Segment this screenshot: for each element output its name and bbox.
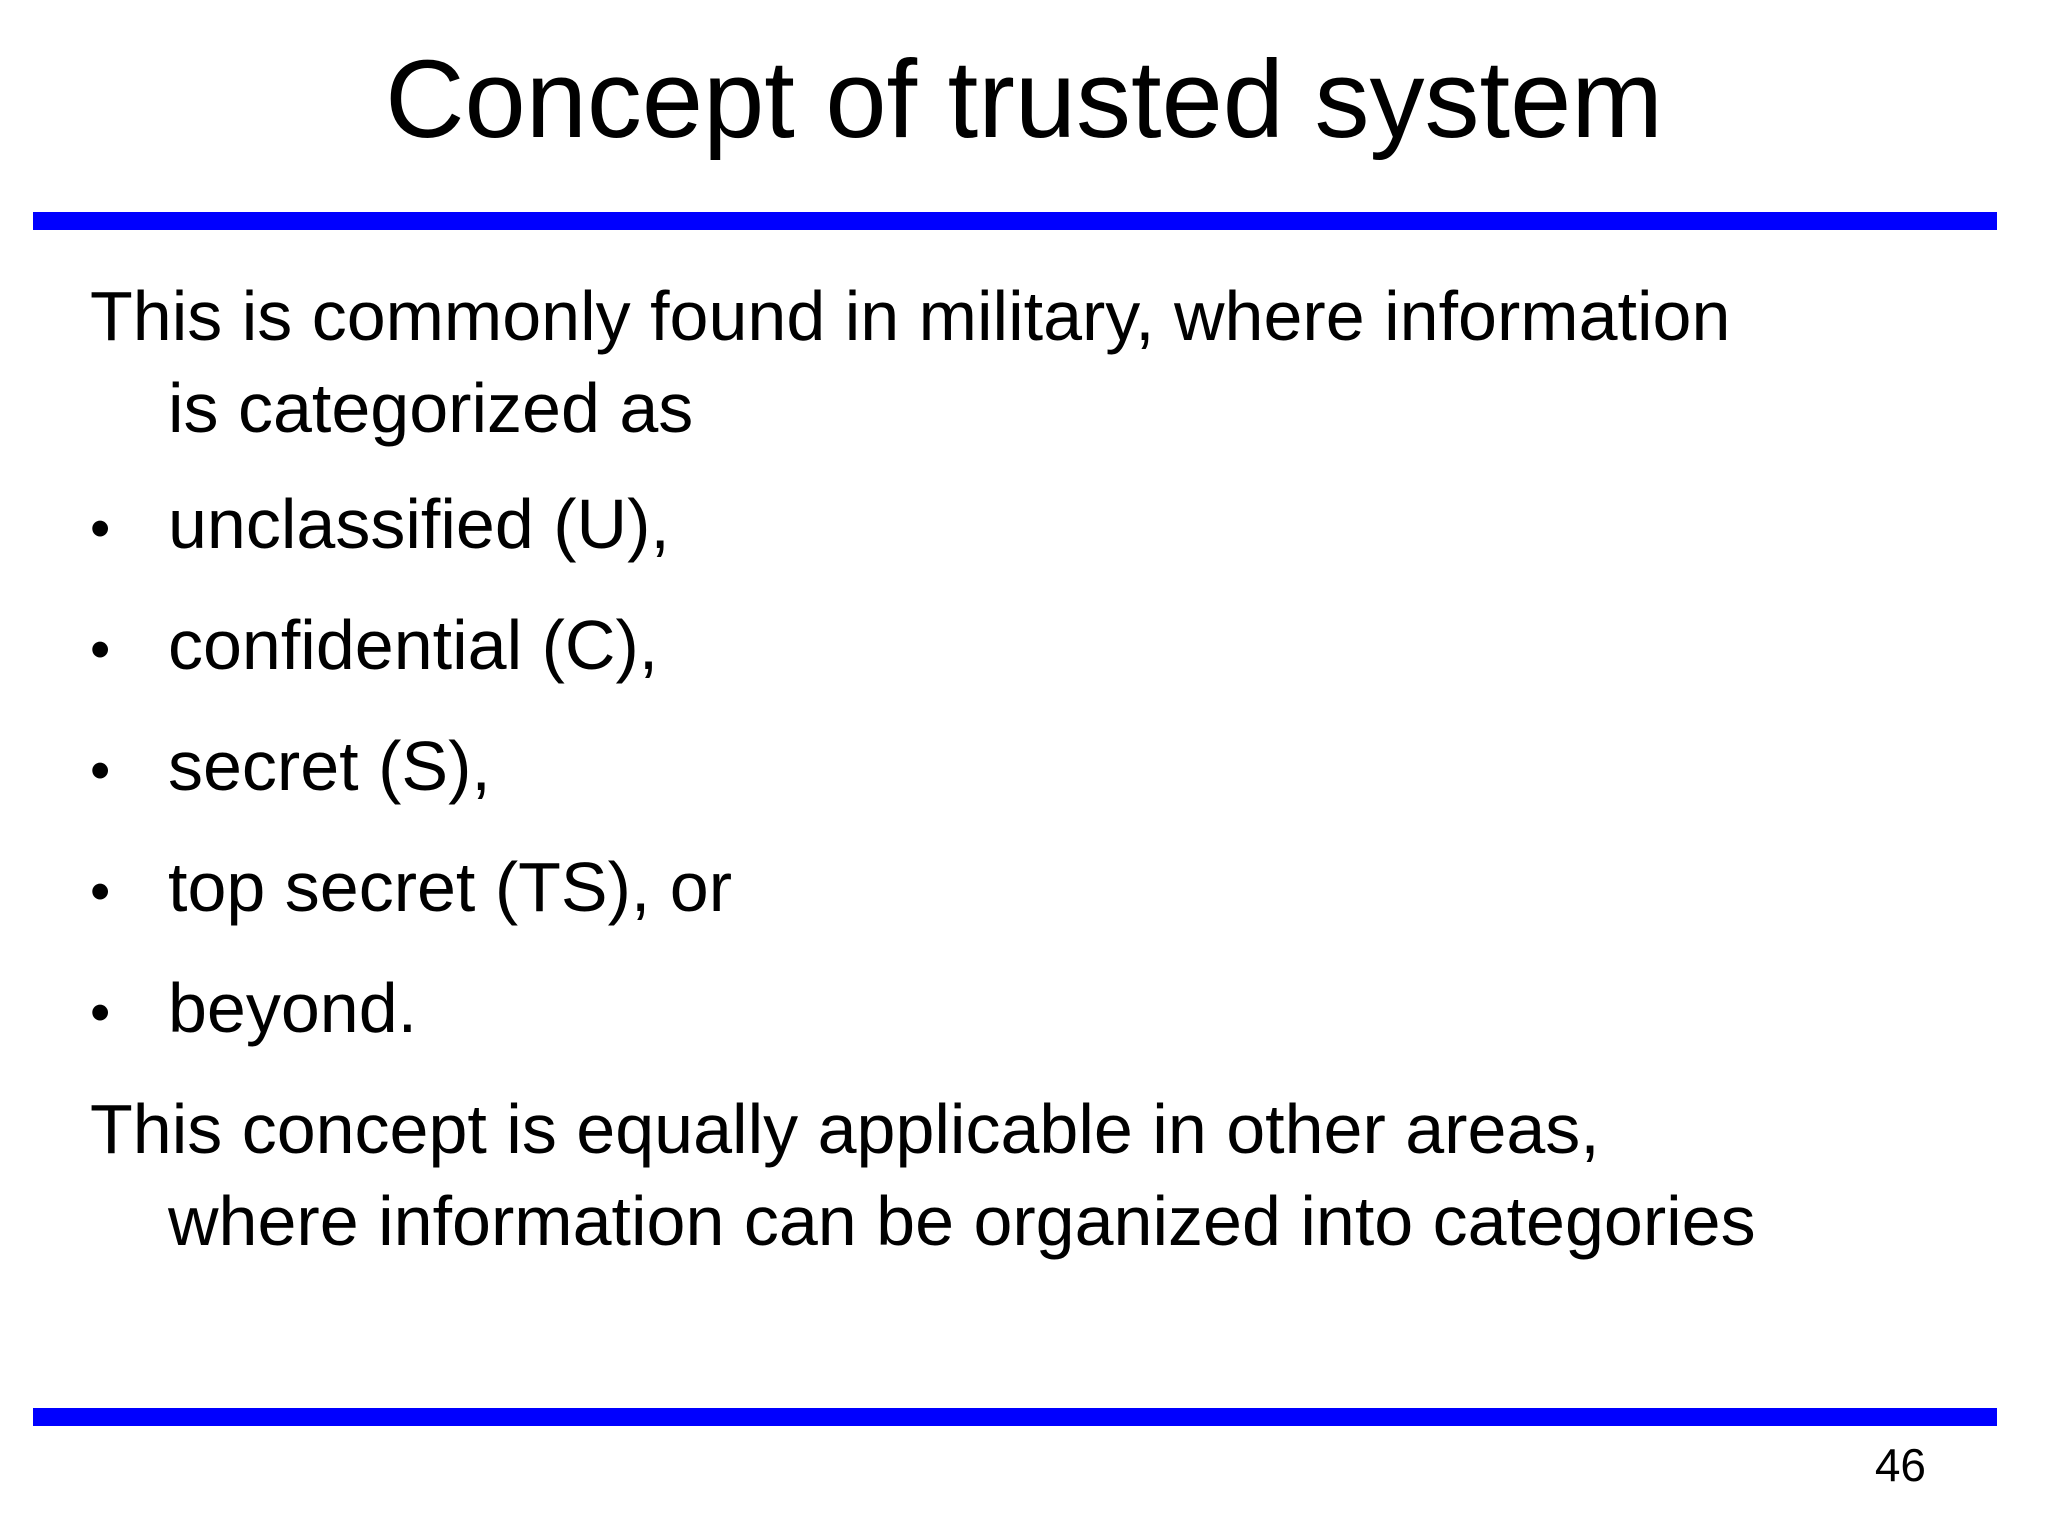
list-item-label: top secret (TS), or (168, 848, 733, 926)
bullet-icon: • (90, 980, 111, 1045)
list-item: • confidential (C), (90, 599, 1880, 696)
intro-line-1: This is commonly found in military, wher… (90, 277, 1731, 355)
outro-line-2: where information can be organized into … (168, 1182, 1756, 1260)
slide-body: This is commonly found in military, wher… (90, 270, 1880, 1291)
outro-line-1: This concept is equally applicable in ot… (90, 1090, 1600, 1168)
intro-paragraph: This is commonly found in military, wher… (90, 270, 1880, 454)
bullet-icon: • (90, 496, 111, 561)
bullet-icon: • (90, 738, 111, 803)
list-item-label: unclassified (U), (168, 485, 670, 563)
bullet-icon: • (90, 859, 111, 924)
list-item: • unclassified (U), (90, 478, 1880, 575)
footer-divider (33, 1408, 1997, 1426)
list-item: • secret (S), (90, 720, 1880, 817)
list-item-label: secret (S), (168, 727, 491, 805)
list-item-label: confidential (C), (168, 606, 659, 684)
outro-paragraph: This concept is equally applicable in ot… (90, 1083, 1880, 1267)
slide-title: Concept of trusted system (385, 38, 1663, 161)
title-divider (33, 212, 1997, 230)
classification-list: • unclassified (U), • confidential (C), • s… (90, 478, 1880, 1059)
page-number: 46 (1874, 1439, 1926, 1491)
list-item: • beyond. (90, 962, 1880, 1059)
bullet-icon: • (90, 617, 111, 682)
intro-line-2: is categorized as (168, 369, 694, 447)
list-item-label: beyond. (168, 969, 418, 1047)
list-item: • top secret (TS), or (90, 841, 1880, 938)
